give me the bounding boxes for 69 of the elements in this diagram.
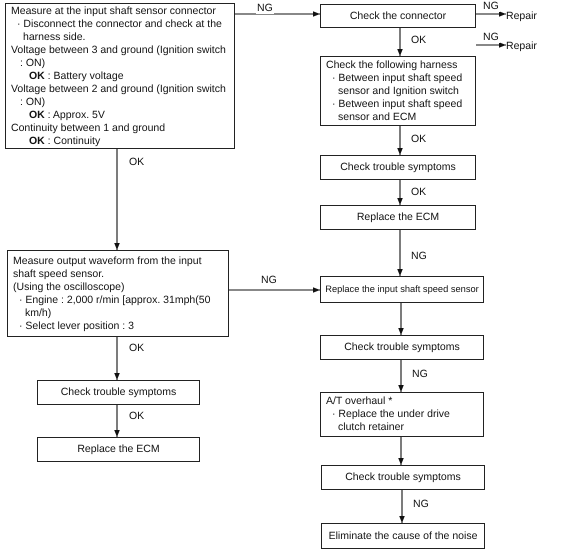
step-text: Replace the ECM	[356, 211, 440, 224]
step-text: Check the connector	[350, 10, 446, 22]
step-text: · Engine : 2,000 r/min [approx. 31mph(50 km/h)	[18, 294, 212, 320]
step-text: Check trouble symptoms	[345, 471, 461, 484]
arrow	[399, 490, 405, 523]
process-box	[37, 437, 200, 462]
arrow	[398, 303, 404, 335]
edge-label: OK	[410, 186, 428, 198]
process-box	[7, 250, 229, 337]
arrow	[229, 287, 320, 293]
process-box	[320, 392, 484, 437]
step-text: Eliminate the cause of the noise	[328, 530, 478, 542]
step-text: Check trouble symptoms	[344, 341, 460, 354]
edge-label: OK	[128, 342, 146, 354]
edge-label: OK	[128, 410, 146, 422]
step-text: Check the following harness	[326, 58, 458, 72]
step-text: Continuity between 1 and ground	[11, 122, 166, 134]
step-text: Measure output waveform from the input shaft speed sensor.	[13, 254, 203, 280]
step-text: · Between input shaft speed sensor and ECM	[331, 98, 464, 124]
step-text: Measure at the input shaft sensor connector	[11, 4, 217, 18]
edge-label: NG	[411, 368, 429, 380]
arrow	[114, 405, 120, 437]
process-box	[321, 465, 485, 490]
step-text: · Between input shaft speed sensor and Ignition switch	[331, 72, 464, 98]
edge-label: NG	[410, 250, 428, 262]
step-text: Voltage between 2 and ground (Ignition switch : ON)	[11, 82, 227, 108]
step-text: OK : Approx. 5V	[28, 108, 106, 122]
step-text: · Replace the under drive clutch retainer	[331, 408, 451, 434]
process-box	[321, 523, 485, 549]
arrow	[397, 230, 403, 276]
step-text: Repair	[506, 40, 538, 52]
arrow	[397, 28, 403, 56]
edge-label: OK	[128, 156, 146, 168]
arrow	[235, 11, 320, 17]
edge-label: NG	[412, 498, 430, 510]
step-text: Check trouble symptoms	[60, 386, 176, 399]
step-text: A/T overhaul *	[326, 395, 394, 408]
process-box	[320, 276, 484, 303]
edge-label: OK	[410, 34, 428, 46]
step-text: OK : Continuity	[28, 134, 102, 148]
process-box	[320, 4, 476, 28]
process-box	[320, 155, 476, 180]
process-box	[320, 335, 484, 360]
edge-label: NG	[260, 274, 278, 286]
step-text: Replace the input shaft speed sensor	[325, 283, 479, 296]
edge-label: NG	[482, 31, 500, 43]
arrow	[476, 11, 506, 17]
arrow	[397, 126, 403, 155]
process-box	[37, 380, 200, 405]
edge-label: NG	[256, 2, 274, 14]
process-box	[320, 56, 476, 126]
step-text: Voltage between 3 and ground (Ignition switch : ON)	[11, 44, 227, 70]
arrow	[114, 149, 120, 250]
arrow	[114, 337, 120, 380]
arrow	[476, 42, 506, 48]
step-text: OK : Battery voltage	[28, 70, 125, 82]
step-text: · Select lever position : 3	[18, 320, 135, 332]
arrow	[397, 180, 403, 205]
step-text: Check trouble symptoms	[340, 161, 456, 174]
edge-label: OK	[410, 133, 428, 145]
edge-label: NG	[482, 0, 500, 12]
arrow	[398, 360, 404, 392]
process-box	[320, 205, 476, 230]
step-text: (Using the oscilloscope)	[13, 280, 126, 294]
step-text: · Disconnect the connector and check at the harness side.	[16, 18, 223, 44]
arrow	[398, 437, 404, 465]
step-text: Replace the ECM	[77, 443, 160, 456]
process-box	[5, 3, 235, 149]
step-text: Repair	[506, 10, 538, 22]
